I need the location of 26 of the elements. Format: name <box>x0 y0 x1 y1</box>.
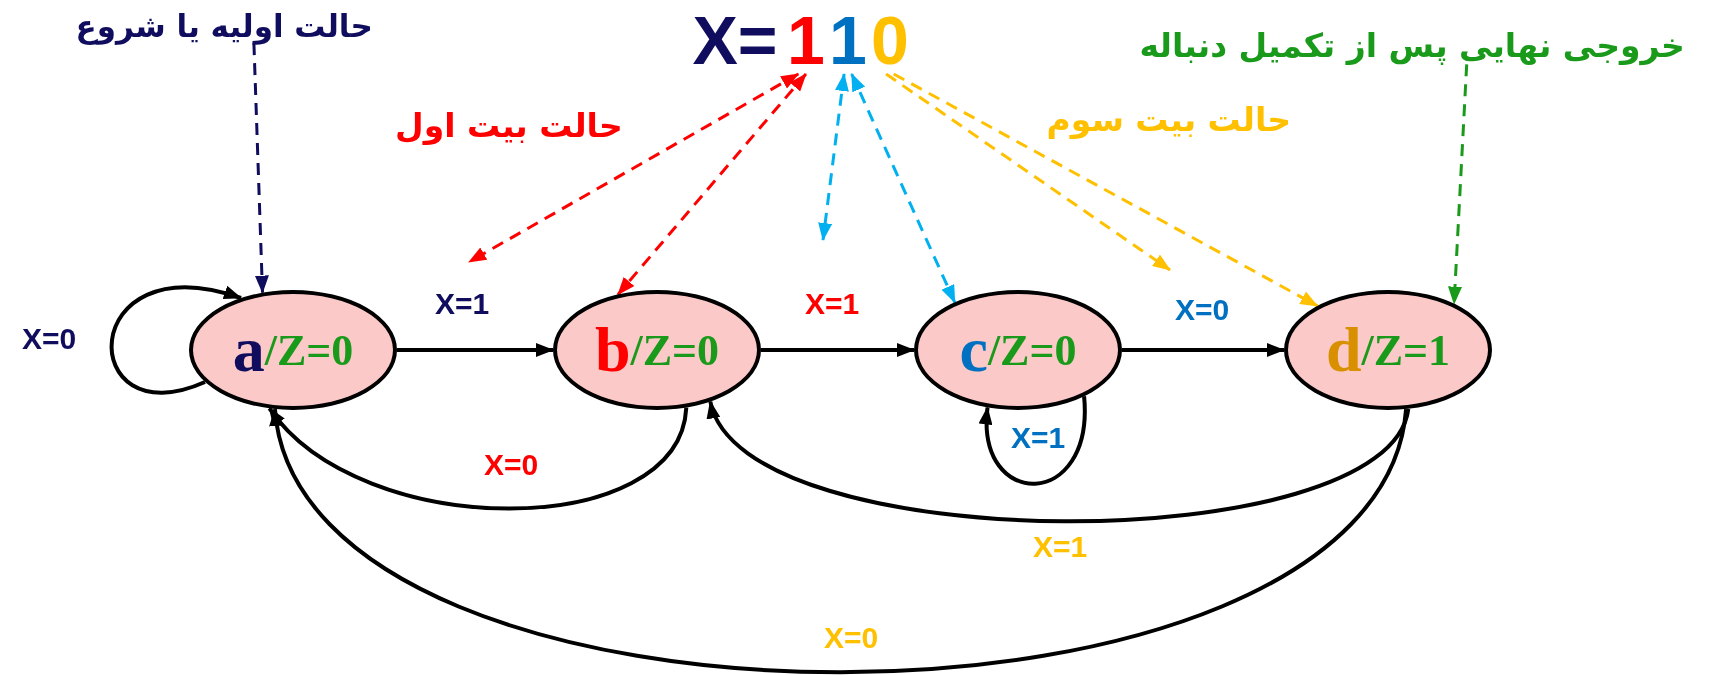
output-label: /Z=0 <box>987 324 1077 376</box>
dashed-arrow <box>818 73 849 241</box>
arrow <box>397 343 554 357</box>
state-letter: c <box>959 313 988 387</box>
state-letter: d <box>1325 313 1362 387</box>
arrow <box>761 343 915 357</box>
arrow <box>110 286 242 394</box>
dashed-arrow <box>850 73 957 304</box>
state-letter: a <box>232 313 265 387</box>
dashed-arrow <box>893 72 1319 308</box>
annotation-text: خروجی نهایی پس از تکمیل دنباله <box>1139 28 1685 65</box>
dashed-arrow <box>468 72 800 264</box>
annotation-text: حالت اولیه یا شروع <box>75 9 373 44</box>
digit: 0 <box>871 6 909 74</box>
output-label: /Z=0 <box>630 324 720 376</box>
digit: 1 <box>829 6 867 74</box>
arrow <box>1122 343 1285 357</box>
equation-text: X= <box>692 6 778 74</box>
annotation-text: حالت بیت سوم <box>1046 102 1292 139</box>
dashed-arrow <box>885 72 1171 272</box>
annotation-text: حالت بیت اول <box>395 108 623 145</box>
dashed-arrow <box>1448 64 1469 305</box>
state-letter: b <box>594 313 631 387</box>
digit: 1 <box>787 6 825 74</box>
output-label: /Z=0 <box>264 324 354 376</box>
output-label: /Z=1 <box>1361 324 1451 376</box>
